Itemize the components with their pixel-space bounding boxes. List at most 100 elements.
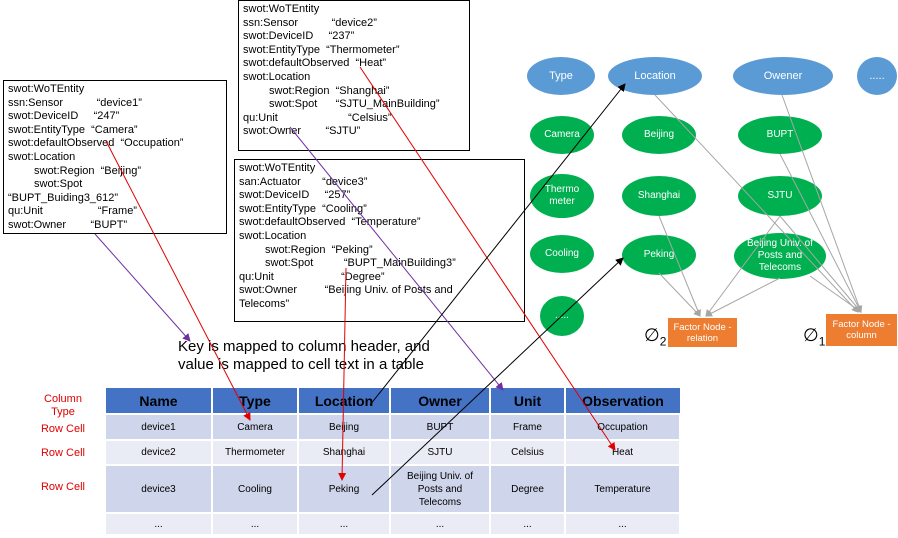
node-peking: Peking [622,235,696,275]
phi-symbol: ∅ [644,325,660,345]
record-line: swot:Owner “BUPT” [8,218,128,231]
record-line: swot:Owner “SJTU” [243,125,361,138]
record-line: swot:EntityType “Cooling” [239,202,367,215]
record-line: ssn:Sensor “device1” [8,96,142,109]
node-label: Thermo meter [544,184,580,207]
node-sjtu: SJTU [738,176,822,216]
node-type: Type [527,57,595,95]
record-line: swot:Region “Beijing” [34,164,141,177]
record-device2: swot:WoTEntity ssn:Sensor “device2” swot… [238,0,470,151]
table-cell: ... [212,512,299,534]
record-line: swot:Owner “Beijing Univ. of Posts and [239,284,453,297]
table-cell: device2 [106,439,213,465]
phi-symbol: ∅ [803,325,819,345]
record-line: swot:Region “Shanghai” [269,84,390,97]
record-line: swot:Location [243,70,311,83]
record-line: swot:Location [239,229,307,242]
record-line: swot:DeviceID “247” [8,110,120,123]
node-label: Shanghai [637,190,681,201]
phi-relation-label: ∅2 [644,325,666,349]
table-cell: ... [106,512,213,534]
edge [809,275,862,313]
node-thermometer: Thermo meter [530,174,594,218]
table-cell: ... [390,512,491,534]
factor-node-relation: Factor Node - relation [668,318,737,347]
record-line: swot:defaultObserved “Heat” [243,57,387,70]
table-cell: Thermometer [212,439,299,465]
node-label: Camera [544,129,580,140]
column-header: Owner [390,388,491,414]
node-more-values: ..... [540,296,584,336]
caption-line: Key is mapped to column header, and [178,338,430,355]
record-line: swot:DeviceID “237” [243,30,355,43]
table-row: ... ... ... ... ... ... [106,512,681,534]
label-row-cell: Row Cell [40,423,85,435]
record-line: san:Actuator “device3” [239,175,368,188]
node-beijing: Beijing [622,116,696,154]
node-label: ..... [555,310,569,321]
caption-line: value is mapped to cell text in a table [178,356,424,373]
record-line: swot:Spot “BUPT_MainBuilding3” [265,257,456,270]
column-header: Observation [565,388,680,414]
node-label: Peking [643,249,675,260]
edge [705,277,781,317]
phi-subscript: 2 [659,334,667,349]
node-label: ..... [869,70,885,82]
node-label: SJTU [767,190,793,201]
table-cell: Shanghai [298,439,391,465]
node-location: Location [608,57,702,95]
node-camera: Camera [530,116,594,154]
record-line: qu:Unit “Frame” [8,205,137,218]
node-label: Cooling [545,248,579,259]
mapping-caption: Key is mapped to column header, and valu… [178,338,430,374]
factor-label: Factor Node - relation [673,321,732,344]
table-cell: Occupation [565,413,681,440]
record-line: swot:Spot “SJTU_MainBuilding” [269,98,440,111]
record-line: ssn:Sensor “device2” [243,16,377,29]
label-column-type: Column Type [44,393,82,418]
table-cell: Heat [565,439,681,465]
cell-text: Beijing Univ. of Posts and Telecoms [407,470,473,508]
node-label: Type [549,70,573,82]
node-label: Owener [763,70,803,82]
record-line: swot:defaultObserved “Occupation” [8,137,184,150]
node-bupt: BUPT [738,116,822,154]
table-cell: Camera [212,413,299,440]
table-cell: Celsius [490,439,566,465]
table-header-row: Name Type Location Owner Unit Observatio… [106,388,680,414]
label-row-cell: Row Cell [40,481,85,493]
record-line: swot:DeviceID “257” [239,189,351,202]
record-line: “BUPT_Buiding3_612” [8,191,119,204]
table-cell: Degree [490,464,566,513]
node-shanghai: Shanghai [622,176,696,216]
node-label: Location [634,70,676,82]
table-row: device2 Thermometer Shanghai SJTU Celsiu… [106,439,681,465]
record-line: swot:EntityType “Camera” [8,123,138,136]
table-cell: Peking [298,464,391,513]
node-label: BUPT [766,129,794,140]
record-line: swot:WoTEntity [243,3,320,15]
factor-node-column: Factor Node - column [826,314,897,346]
table-cell: device1 [106,413,213,440]
arrow [94,233,191,342]
edge [658,272,701,317]
column-header: Location [298,388,391,414]
phi-subscript: 1 [818,334,826,349]
table-cell: Beijing Univ. of Posts and Telecoms [390,464,491,513]
table-cell: Temperature [565,464,681,513]
table-cell: Frame [490,413,566,440]
table-cell: ... [298,512,391,534]
node-cooling: Cooling [530,235,594,273]
node-bupt-full: Beijing Univ. of Posts and Telecoms [734,233,826,279]
column-header: Name [106,388,213,414]
record-line: swot:WoTEntity [239,162,316,174]
table-cell: BUPT [390,413,491,440]
column-header: Unit [490,388,566,414]
device-table: Name Type Location Owner Unit Observatio… [106,388,681,534]
table-row: device1 Camera Beijing BUPT Frame Occupa… [106,413,681,440]
record-line: swot:Region “Peking” [265,243,373,256]
record-line: Telecoms” [239,297,290,310]
record-line: swot:defaultObserved “Temperature” [239,216,421,229]
column-header: Type [212,388,299,414]
phi-column-label: ∅1 [803,325,825,349]
